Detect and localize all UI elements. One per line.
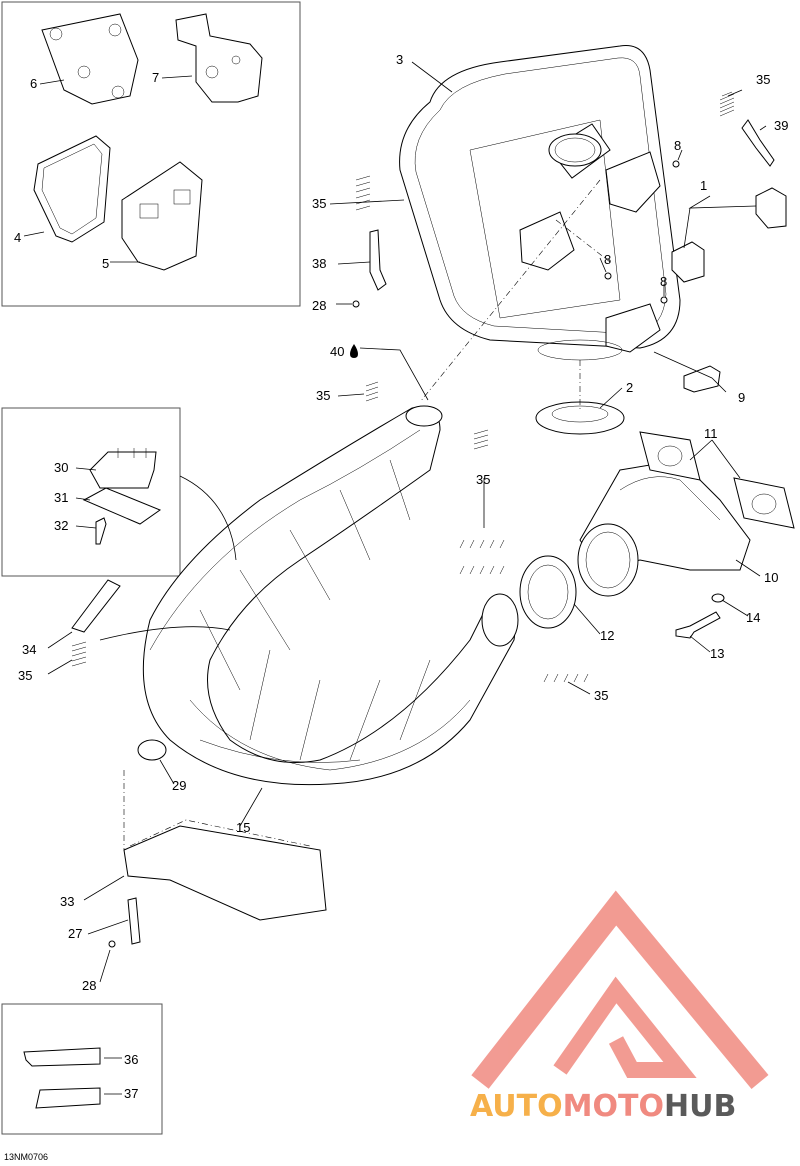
callout-8-b: 8 (604, 252, 611, 267)
pad-9 (683, 365, 721, 393)
washer-14 (711, 593, 725, 603)
damper-1-a (755, 187, 787, 229)
spring-35-mid (365, 381, 379, 402)
gasket-11-b (733, 477, 795, 529)
spring-35-left (355, 175, 371, 211)
callout-5: 5 (102, 256, 109, 271)
callout-30: 30 (54, 460, 68, 475)
callout-29: 29 (172, 778, 186, 793)
wm-letter-A: A (470, 1089, 494, 1124)
spring-35-top (719, 91, 735, 117)
spring-35-horizontal (459, 539, 505, 575)
callout-9: 9 (738, 390, 745, 405)
callout-31: 31 (54, 490, 68, 505)
spring-35-lower-right (543, 673, 589, 683)
sealing-ring-12 (519, 555, 577, 629)
triangle-logo-icon (471, 890, 769, 1090)
spring-35-lower-left (71, 641, 87, 667)
gasket-11-a (639, 431, 701, 481)
inset-protector-box (1, 1003, 163, 1135)
callout-11: 11 (704, 426, 718, 441)
callout-40: 40 (330, 344, 344, 359)
wm-letter-M: M (563, 1089, 593, 1124)
callout-10: 10 (764, 570, 778, 585)
automotohub-watermark: AUTOMOTOHUB (470, 890, 769, 1124)
callout-36: 36 (124, 1052, 138, 1067)
callout-35-c: 35 (316, 388, 330, 403)
callout-4: 4 (14, 230, 21, 245)
callout-38: 38 (312, 256, 326, 271)
callout-2: 2 (626, 380, 633, 395)
protector-36 (23, 1047, 101, 1067)
watermark-text: AUTOMOTOHUB (470, 1089, 736, 1124)
callout-7: 7 (152, 70, 159, 85)
callout-12: 12 (600, 628, 614, 643)
inset-heat-shields-box (1, 1, 301, 307)
wm-letter-U2: U (689, 1089, 713, 1124)
callout-32: 32 (54, 518, 68, 533)
heat-shield-plate-6 (41, 13, 139, 105)
bracket-38 (369, 229, 387, 291)
grommet-2 (535, 401, 625, 435)
bracket-34 (71, 579, 121, 633)
damper-1-b (671, 241, 705, 283)
heat-shield-4 (33, 135, 111, 243)
document-id: 13NM0706 (4, 1152, 48, 1162)
wm-letter-O3: O (639, 1089, 665, 1124)
heat-shield-5 (121, 161, 203, 271)
wm-letter-B: B (714, 1089, 737, 1124)
wm-letter-T: T (517, 1089, 538, 1124)
oil-drop-icon (350, 344, 358, 358)
wm-letter-O: O (537, 1089, 563, 1124)
callout-33: 33 (60, 894, 74, 909)
callout-27: 27 (68, 926, 82, 941)
callout-14: 14 (746, 610, 760, 625)
bracket-27 (127, 897, 141, 945)
heat-shield-bracket-7 (175, 13, 263, 103)
cap-29 (137, 739, 167, 761)
plate-31 (82, 487, 162, 525)
callout-1: 1 (700, 178, 707, 193)
callout-6: 6 (30, 76, 37, 91)
callout-labels: 1 2 3 4 5 6 7 8 8 8 9 10 11 12 13 14 15 … (14, 52, 788, 1101)
muffler-3 (399, 45, 681, 361)
callout-37: 37 (124, 1086, 138, 1101)
wm-letter-H: H (664, 1089, 689, 1124)
callout-39: 39 (774, 118, 788, 133)
callout-34: 34 (22, 642, 36, 657)
callout-35-e: 35 (18, 668, 32, 683)
callout-8-a: 8 (674, 138, 681, 153)
callout-35-a: 35 (756, 72, 770, 87)
callout-35-b: 35 (312, 196, 326, 211)
spring-35-vertical (473, 429, 489, 450)
bolt-13 (675, 611, 721, 639)
rivet-32 (95, 517, 107, 545)
tuned-pipe-15 (142, 405, 519, 786)
callout-13: 13 (710, 646, 724, 661)
callout-3: 3 (396, 52, 403, 67)
callout-15: 15 (236, 820, 250, 835)
wm-letter-O2: O (593, 1089, 619, 1124)
bracket-39 (741, 119, 775, 167)
callout-28-a: 28 (312, 298, 326, 313)
protector-37 (35, 1087, 101, 1109)
inset-bracket-kit-box (1, 407, 181, 577)
wm-letter-U: U (492, 1089, 516, 1124)
callout-28-b: 28 (82, 978, 96, 993)
callout-35-d: 35 (476, 472, 490, 487)
exhaust-manifold-10 (577, 459, 751, 597)
callout-35-f: 35 (594, 688, 608, 703)
crossmember-33 (123, 825, 327, 921)
callout-8-c: 8 (660, 274, 667, 289)
bracket-30 (89, 451, 157, 489)
wm-letter-T2: T (618, 1089, 639, 1124)
